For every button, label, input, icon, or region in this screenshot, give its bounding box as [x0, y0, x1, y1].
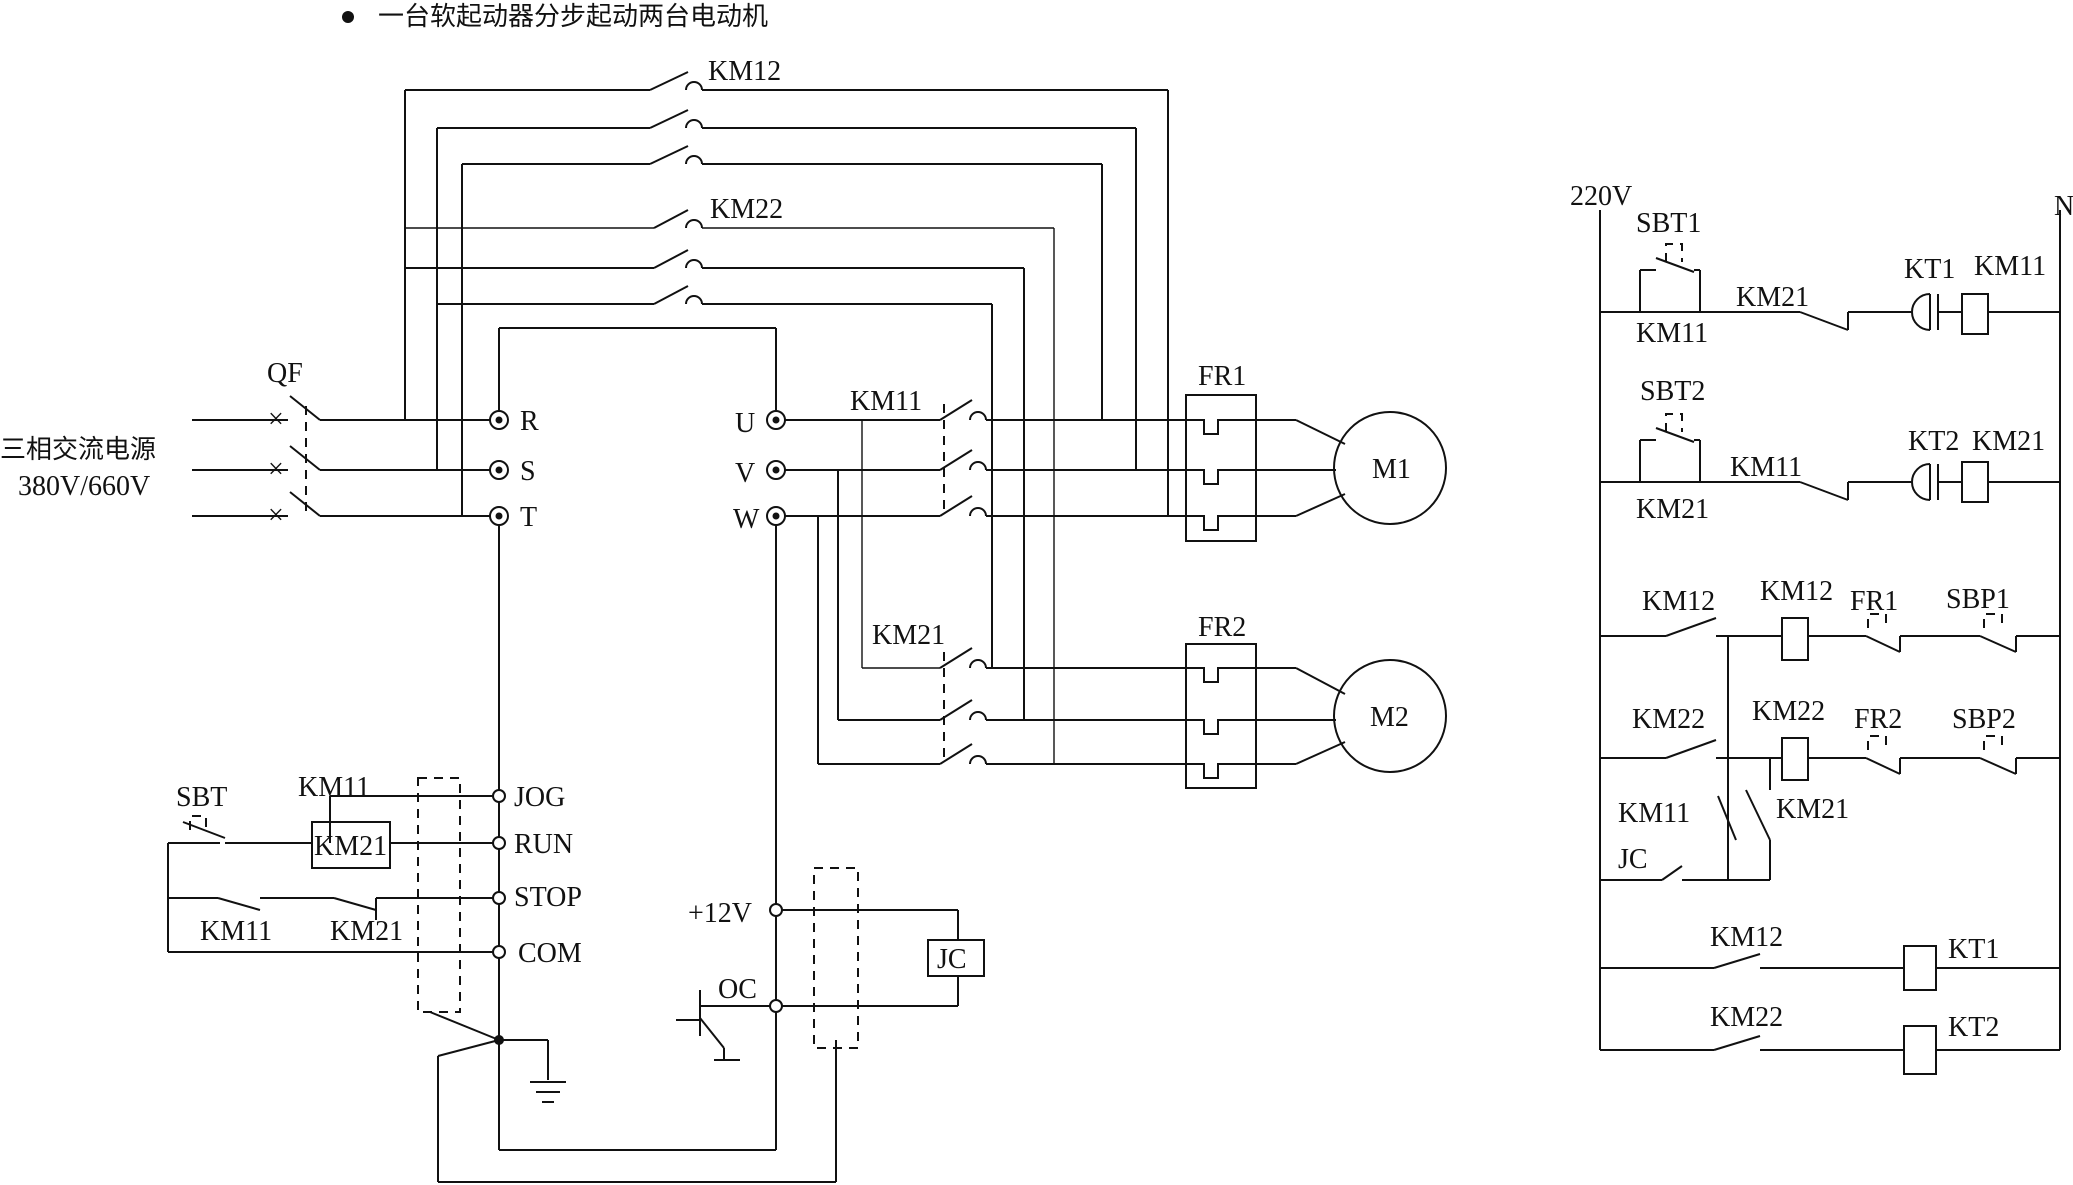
km22-coil-label: KM22	[1752, 696, 1825, 727]
oc-output-wiring	[676, 867, 985, 1061]
motor-m1	[1333, 411, 1447, 525]
motor-m1-label: M1	[1372, 454, 1411, 485]
terminal-jog: JOG	[514, 782, 565, 813]
km21-nc-label: KM21	[1736, 282, 1809, 313]
control-row-6	[1600, 1025, 2060, 1075]
control-row-2	[1600, 413, 2060, 503]
control-row-1	[1600, 243, 2060, 335]
km21-parallel-label: KM21	[1776, 794, 1849, 825]
qf-label: QF	[267, 358, 303, 389]
km21-coil-box	[311, 821, 391, 869]
terminal-w: W	[733, 504, 760, 535]
km11-hold-label: KM11	[1636, 318, 1708, 349]
terminal-com: COM	[518, 938, 582, 969]
supply-n: N	[2054, 191, 2073, 222]
sbp2-label: SBP2	[1952, 704, 2016, 735]
motor-m2	[1333, 659, 1447, 773]
fr1-label: FR1	[1198, 361, 1246, 392]
kt2-coil-label: KT2	[1948, 1012, 1999, 1043]
km21-label: KM21	[872, 620, 945, 651]
sbt1-label: SBT1	[1636, 208, 1701, 239]
terminal-r: R	[520, 406, 539, 437]
supply-220v: 220V	[1570, 181, 1632, 212]
bypass-wiring	[404, 71, 1169, 764]
input-terminals	[489, 410, 509, 526]
km22-label: KM22	[710, 194, 783, 225]
terminal-u: U	[735, 408, 755, 439]
km11-parallel-label: KM11	[1618, 798, 1690, 829]
km21-coil-label: KM21	[314, 831, 387, 862]
km11-stop-label: KM11	[200, 916, 272, 947]
km21-hold-label: KM21	[1636, 494, 1709, 525]
fr1-contact-label: FR1	[1850, 586, 1898, 617]
control-row-3	[1600, 613, 2060, 881]
svg-text:×: ×	[268, 404, 284, 435]
km12-timer-label: KM12	[1710, 922, 1783, 953]
km21-stop-label: KM21	[330, 916, 403, 947]
fr2-thermal-relay	[1185, 643, 1346, 789]
jc-label: JC	[937, 944, 967, 975]
fr2-contact-label: FR2	[1854, 704, 1902, 735]
km22-no-label: KM22	[1632, 704, 1705, 735]
soft-starter-frame	[498, 327, 777, 1151]
control-row-4	[1600, 735, 2060, 881]
ground-wiring	[429, 1011, 837, 1183]
km12-coil-label: KM12	[1760, 576, 1833, 607]
fr1-thermal-relay	[1185, 394, 1346, 542]
control-row-5	[1600, 945, 2060, 991]
output-terminals	[766, 410, 786, 526]
km11-coil-label: KM11	[1974, 251, 2046, 282]
kt2-contact-label: KT2	[1908, 426, 1959, 457]
svg-text:×: ×	[268, 454, 284, 485]
control-rails	[1599, 210, 2061, 1050]
km12-no-label: KM12	[1642, 586, 1715, 617]
incoming-lines: × × ×	[192, 395, 490, 531]
terminal-t: T	[520, 502, 537, 533]
run-control-wiring	[167, 777, 493, 1013]
km22-timer-label: KM22	[1710, 1002, 1783, 1033]
kt1-coil-label: KT1	[1948, 934, 1999, 965]
kt1-contact-label: KT1	[1904, 254, 1955, 285]
fr2-label: FR2	[1198, 612, 1246, 643]
oc-label: OC	[718, 974, 757, 1005]
km11-label: KM11	[850, 386, 922, 417]
motor-m2-label: M2	[1370, 702, 1409, 733]
title-bullet	[342, 11, 354, 23]
output-wiring	[785, 399, 1186, 765]
km12-label: KM12	[708, 56, 781, 87]
km11-jog-label: KM11	[298, 772, 370, 803]
jc-contact-label: JC	[1618, 844, 1648, 875]
km21-coil-r2-label: KM21	[1972, 426, 2045, 457]
terminal-stop: STOP	[514, 882, 582, 913]
terminal-v: V	[735, 458, 755, 489]
km11-nc-label: KM11	[1730, 452, 1802, 483]
voltage-label: 380V/660V	[18, 471, 150, 502]
diagram-title: 一台软起动器分步起动两台电动机	[378, 2, 768, 32]
sbt-label: SBT	[176, 782, 227, 813]
p12v-label: +12V	[688, 898, 752, 929]
power-source-label: 三相交流电源	[0, 435, 156, 465]
control-terminals	[492, 789, 506, 959]
svg-text:×: ×	[268, 500, 284, 531]
sbt2-label: SBT2	[1640, 376, 1705, 407]
sbp1-label: SBP1	[1946, 584, 2010, 615]
terminal-s: S	[520, 456, 536, 487]
terminal-run: RUN	[514, 829, 573, 860]
